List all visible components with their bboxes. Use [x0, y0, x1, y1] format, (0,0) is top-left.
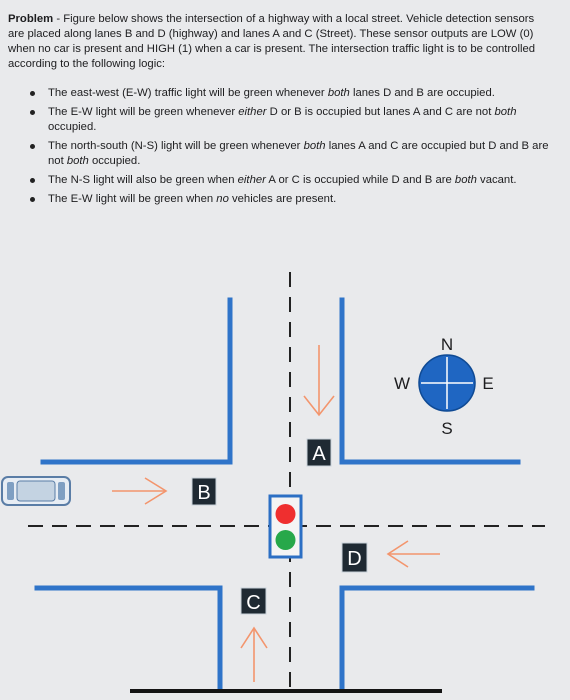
bullet-icon — [30, 110, 35, 115]
red-light-icon — [275, 504, 296, 524]
compass-icon: N S W E — [394, 335, 494, 438]
bullet-icon — [30, 197, 35, 202]
arrow-icons — [112, 345, 440, 682]
rule-item: The E-W light will be green when no vehi… — [8, 192, 553, 207]
problem-statement: Problem - Figure below shows the interse… — [8, 12, 553, 72]
lane-label-b-text: B — [197, 482, 210, 504]
lane-label-b: B — [191, 477, 217, 506]
arrow-north-icon — [240, 626, 268, 682]
lane-label-c: C — [240, 587, 267, 615]
compass-e: E — [482, 374, 493, 393]
compass-n: N — [441, 335, 453, 354]
problem-intro: - Figure below shows the intersection of… — [8, 13, 536, 70]
rule-0-part-0: The east-west (E-W) traffic light will b… — [48, 87, 328, 99]
rule-1-part-3: both — [494, 106, 517, 118]
arrow-south-icon — [303, 345, 335, 417]
rule-2-part-3: both — [66, 155, 89, 167]
rule-4-part-2: vehicles are present. — [228, 193, 337, 205]
bullet-icon — [30, 91, 35, 96]
road-edge-southeast — [339, 585, 535, 693]
road-edge-southwest — [34, 585, 223, 693]
rule-2-part-0: The north-south (N-S) light will be gree… — [48, 140, 304, 152]
road-edges — [34, 297, 535, 693]
lane-label-a: A — [306, 438, 332, 467]
road-edge-northwest — [40, 297, 233, 465]
rule-1-part-4: occupied. — [48, 121, 97, 133]
bullet-icon — [30, 144, 35, 149]
road-edge-northeast — [339, 297, 521, 465]
rule-3-part-0: The N-S light will also be green when — [48, 174, 238, 186]
rule-3-part-4: vacant. — [476, 174, 517, 186]
rule-item: The N-S light will also be green when ei… — [8, 173, 553, 188]
rule-1-part-1: either — [238, 106, 267, 118]
intersection-diagram: A B C D N S W E — [1, 272, 545, 693]
rule-3-part-1: either — [237, 174, 266, 186]
rule-2-part-1: both — [303, 140, 326, 152]
arrow-west-icon — [386, 540, 440, 568]
lane-label-c-text: C — [246, 592, 260, 614]
car-icon — [1, 476, 71, 506]
rule-3-part-3: both — [454, 174, 477, 186]
compass-w: W — [394, 374, 410, 393]
rule-4-part-1: no — [216, 193, 229, 205]
traffic-light-icon — [268, 494, 303, 559]
arrow-east-icon — [112, 477, 168, 505]
rule-item: The E-W light will be green whenever eit… — [8, 105, 553, 135]
rule-3-part-2: A or C is occupied while D and B are — [265, 174, 455, 186]
compass-s: S — [441, 419, 452, 438]
rule-0-part-2: lanes D and B are occupied. — [349, 87, 495, 99]
rule-4-part-0: The E-W light will be green when — [48, 193, 217, 205]
lane-label-d: D — [341, 542, 368, 573]
lane-label-d-text: D — [347, 548, 361, 570]
lane-label-a-text: A — [312, 443, 326, 465]
rule-1-part-0: The E-W light will be green whenever — [48, 106, 239, 118]
rule-item: The north-south (N-S) light will be gree… — [8, 139, 553, 169]
rule-1-part-2: D or B is occupied but lanes A and C are… — [266, 106, 495, 118]
problem-text: Problem - Figure below shows the interse… — [8, 12, 553, 211]
rule-item: The east-west (E-W) traffic light will b… — [8, 86, 553, 101]
bullet-icon — [30, 178, 35, 183]
rules-list: The east-west (E-W) traffic light will b… — [8, 86, 553, 207]
rule-2-part-4: occupied. — [88, 155, 141, 167]
green-light-icon — [275, 530, 296, 550]
rule-2-part-2: lanes A and C are occupied but D and B a… — [48, 140, 549, 167]
problem-label: Problem — [8, 13, 54, 25]
rule-0-part-1: both — [327, 87, 350, 99]
